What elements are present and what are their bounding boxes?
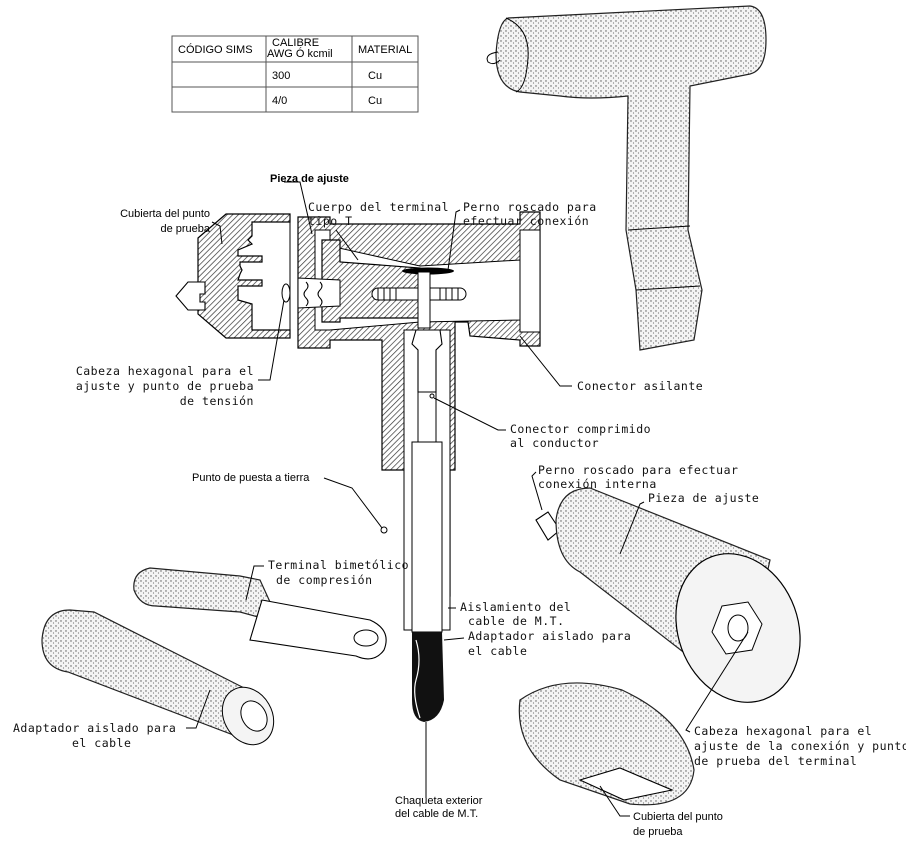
terminal-3d-view: [486, 5, 767, 351]
label-cabeza-terminal: Cabeza hexagonal para el: [694, 724, 872, 738]
test-point-cover-section: [175, 213, 291, 339]
cell-material: Cu: [368, 95, 382, 107]
label-perno: Perno roscado para: [463, 200, 597, 214]
insulated-adaptor-left: [41, 609, 275, 746]
adjusting-piece-3d: [535, 487, 801, 703]
label-adaptador-left: Adaptador aislado para: [13, 721, 176, 735]
label-adaptador: Adaptador aislado para: [468, 629, 631, 643]
label-cubierta-bottom: Cubierta del punto: [633, 811, 723, 823]
label-conector-comprimido: al conductor: [510, 436, 599, 450]
threaded-bolt-head: [402, 267, 454, 275]
label-cabeza-terminal: ajuste de la conexión y punto: [694, 739, 906, 753]
label-cabeza-tension: ajuste y punto de prueba: [76, 379, 254, 393]
label-aislamiento: Aislamiento del: [460, 600, 571, 614]
label-cabeza-tension: Cabeza hexagonal para el: [76, 364, 254, 378]
label-terminal-bimetalico: de compresión: [276, 573, 373, 587]
label-cuerpo: tipo T: [308, 214, 353, 228]
label-adaptador: el cable: [468, 644, 527, 658]
label-cabeza-tension: de tensión: [180, 394, 254, 408]
label-cubierta: de prueba: [160, 223, 210, 235]
cell-calibre: 300: [272, 70, 290, 82]
label-cubierta: Cubierta del punto: [120, 208, 210, 220]
label-conector-comprimido: Conector comprimido: [510, 422, 651, 436]
label-perno: efectuar conexión: [463, 214, 589, 228]
label-perno-interna: Perno roscado para efectuar: [538, 463, 738, 477]
label-chaqueta: del cable de M.T.: [395, 808, 478, 820]
label-cabeza-terminal: de prueba del terminal: [694, 754, 857, 768]
cell-calibre: 4/0: [272, 95, 287, 107]
label-chaqueta: Chaqueta exterior: [395, 795, 483, 807]
label-pieza-ajuste: Pieza de ajuste: [270, 173, 349, 185]
label-aislamiento: cable de M.T.: [468, 614, 565, 628]
test-point-cover-3d: [518, 682, 695, 806]
header-calibre: CALIBRE: [272, 37, 319, 49]
leader-lines: [186, 181, 749, 817]
cell-material: Cu: [368, 70, 382, 82]
label-cubierta-bottom: de prueba: [633, 826, 683, 838]
header-material: MATERIAL: [358, 44, 412, 56]
label-conector-asilante: Conector asilante: [577, 379, 703, 393]
label-adaptador-left: el cable: [72, 736, 131, 750]
label-perno-interna: conexión interna: [538, 477, 657, 491]
label-cuerpo: Cuerpo del terminal: [308, 200, 449, 214]
header-awg: AWG Ó kcmil: [267, 47, 333, 60]
header-codigo: CÓDIGO SIMS: [178, 43, 253, 56]
label-puesta-tierra: Punto de puesta a tierra: [192, 472, 310, 484]
bimetallic-terminal: [133, 567, 387, 660]
t-terminal-body-section: [281, 211, 541, 722]
label-pieza-ajuste-right: Pieza de ajuste: [648, 491, 759, 505]
spec-table: CÓDIGO SIMS CALIBRE AWG Ó kcmil MATERIAL…: [171, 35, 419, 113]
label-terminal-bimetalico: Terminal bimetólico: [268, 558, 409, 572]
